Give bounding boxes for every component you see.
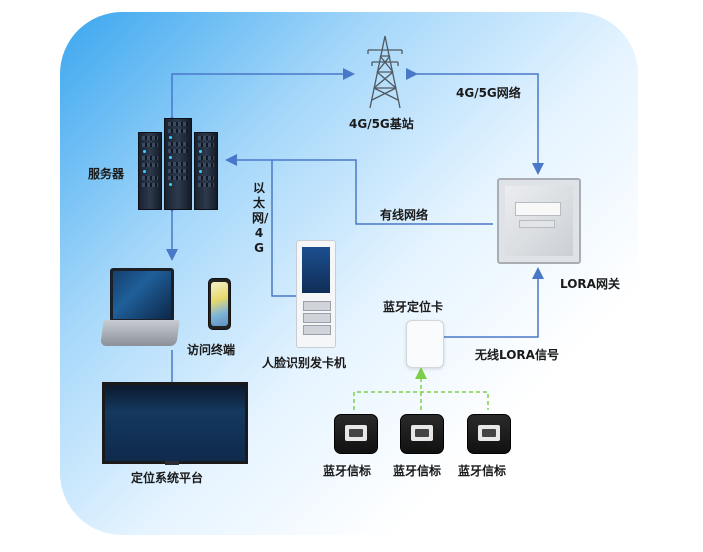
- server-icon: [138, 118, 218, 210]
- link-kiosk-server: [271, 160, 300, 297]
- beacon-2-label: 蓝牙信标: [393, 464, 442, 478]
- link-tower-gateway: [406, 68, 544, 175]
- beacon-1-icon: [334, 414, 378, 454]
- beacon-1-label: 蓝牙信标: [323, 464, 372, 478]
- server-label: 服务器: [88, 167, 125, 181]
- tower-gateway-link-label: 4G/5G网络: [456, 86, 521, 100]
- card-gateway-link-label: 无线LORA信号: [475, 348, 559, 362]
- monitor-stand: [165, 461, 179, 465]
- beacon-2-icon: [400, 414, 444, 454]
- link-server-gateway: [225, 154, 493, 225]
- kiosk-label: 人脸识别发卡机: [262, 356, 347, 370]
- kiosk-server-link-label: 以太网/4G: [252, 181, 269, 255]
- bt-locator-card-icon: [406, 320, 444, 368]
- platform-monitor-icon: [102, 382, 248, 464]
- visitor-terminal-label: 访问终端: [187, 343, 236, 357]
- link-card-gateway: [444, 267, 544, 338]
- laptop-icon: [100, 268, 180, 346]
- link-server-tower: [166, 68, 355, 127]
- lora-gateway-icon: [497, 178, 581, 264]
- tower-label: 4G/5G基站: [349, 117, 414, 131]
- face-kiosk-icon: [296, 240, 352, 348]
- beacon-3-icon: [467, 414, 511, 454]
- beacon-3-label: 蓝牙信标: [458, 464, 507, 478]
- platform-label: 定位系统平台: [131, 471, 204, 485]
- phone-icon: [208, 278, 231, 330]
- cell-tower-icon: [367, 35, 403, 109]
- bt-card-label: 蓝牙定位卡: [383, 300, 444, 314]
- gateway-label: LORA网关: [560, 277, 620, 291]
- wired-link-label: 有线网络: [380, 208, 429, 222]
